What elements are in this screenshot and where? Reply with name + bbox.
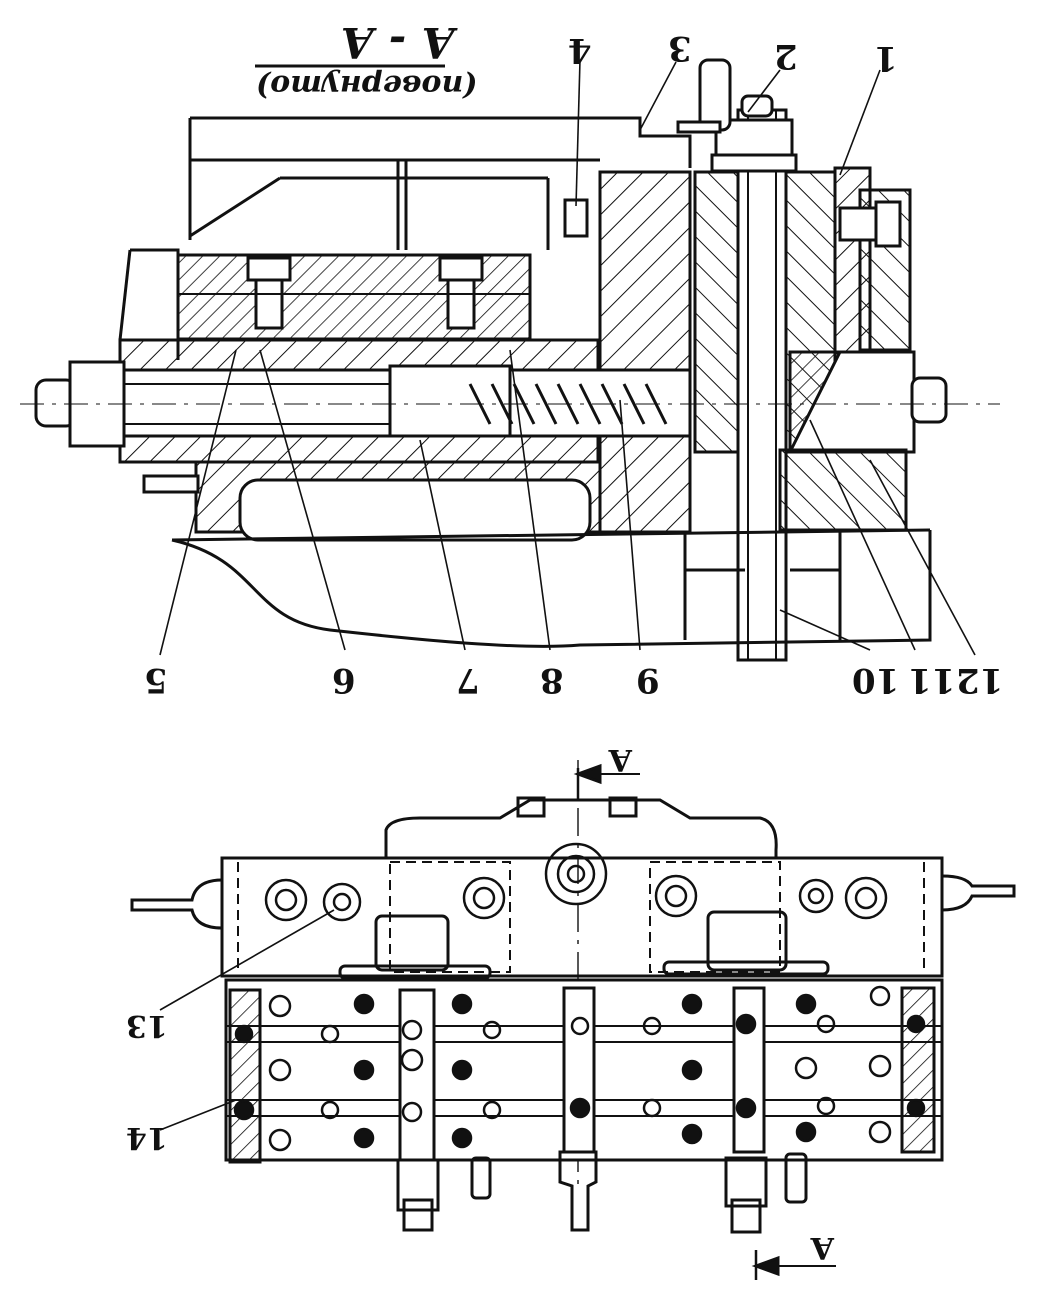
section-marker-top: А	[608, 742, 633, 777]
callout-8: 8	[540, 660, 564, 700]
callout-2: 2	[774, 36, 798, 76]
callout-13: 13	[126, 1008, 168, 1043]
section-title: А - А	[340, 18, 456, 67]
callout-1: 1	[874, 38, 898, 78]
callout-5: 5	[144, 660, 168, 700]
leader-lines-bottom	[159, 909, 335, 1131]
callout-11: 11	[908, 660, 956, 700]
leader-lines-top	[159, 59, 976, 656]
section-subtitle: (повернуто)	[256, 68, 478, 103]
callout-7: 7	[456, 660, 480, 700]
callout-10: 10	[852, 660, 900, 700]
callout-6: 6	[332, 660, 356, 700]
callout-14: 14	[126, 1120, 168, 1155]
callout-3: 3	[668, 28, 692, 68]
section-marker-bottom: А	[810, 1230, 835, 1265]
callout-12: 12	[956, 660, 1004, 700]
section-view	[20, 58, 1000, 662]
callout-4: 4	[568, 30, 592, 70]
plan-view	[130, 760, 1016, 1280]
callout-9: 9	[636, 660, 660, 700]
